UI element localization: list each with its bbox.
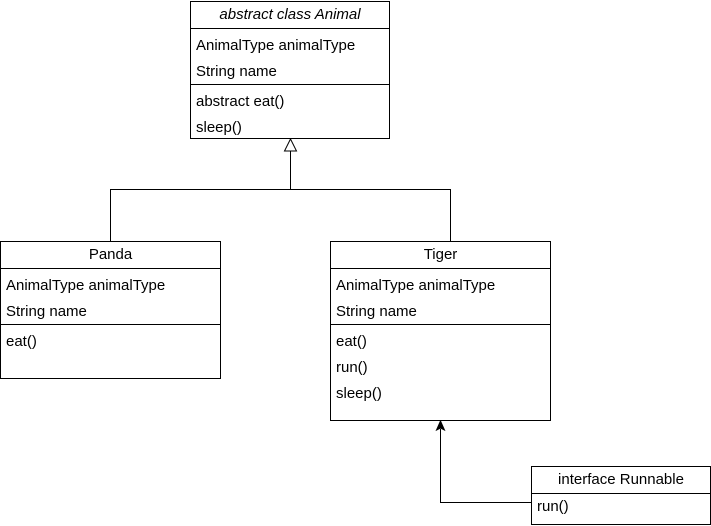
attribute: AnimalType animalType (336, 277, 496, 294)
method: abstract eat() (196, 93, 285, 110)
method: eat() (6, 333, 37, 350)
class-animal-methods: abstract eat() sleep() (191, 85, 389, 141)
method: run() (537, 498, 569, 515)
class-animal-attributes: AnimalType animalType String name (191, 29, 389, 85)
attribute: String name (336, 303, 417, 320)
class-tiger-attributes: AnimalType animalType String name (331, 269, 550, 325)
inheritance-line-panda (110, 189, 291, 241)
class-panda[interactable]: Panda AnimalType animalType String name … (0, 241, 221, 379)
class-panda-methods: eat() (1, 325, 220, 355)
class-panda-title: Panda (1, 242, 220, 269)
class-tiger[interactable]: Tiger AnimalType animalType String name … (330, 241, 551, 421)
inheritance-line-tiger (290, 189, 451, 241)
attribute: AnimalType animalType (196, 37, 356, 54)
method: run() (336, 359, 368, 376)
class-animal-title: abstract class Animal (191, 2, 389, 29)
attribute: AnimalType animalType (6, 277, 166, 294)
class-tiger-title: Tiger (331, 242, 550, 269)
class-runnable-methods: run() (532, 494, 710, 520)
method: eat() (336, 333, 367, 350)
attribute: String name (196, 63, 277, 80)
attribute: String name (6, 303, 87, 320)
class-tiger-methods: eat() run() sleep() (331, 325, 550, 407)
class-panda-attributes: AnimalType animalType String name (1, 269, 220, 325)
class-animal[interactable]: abstract class Animal AnimalType animalT… (190, 1, 390, 139)
runnable-arrowhead (435, 419, 446, 432)
method: sleep() (196, 119, 242, 136)
class-runnable-title: interface Runnable (532, 467, 710, 494)
class-runnable[interactable]: interface Runnable run() (531, 466, 711, 525)
runnable-to-tiger-line (440, 429, 531, 503)
inheritance-arrowhead (283, 137, 298, 152)
method: sleep() (336, 385, 382, 402)
